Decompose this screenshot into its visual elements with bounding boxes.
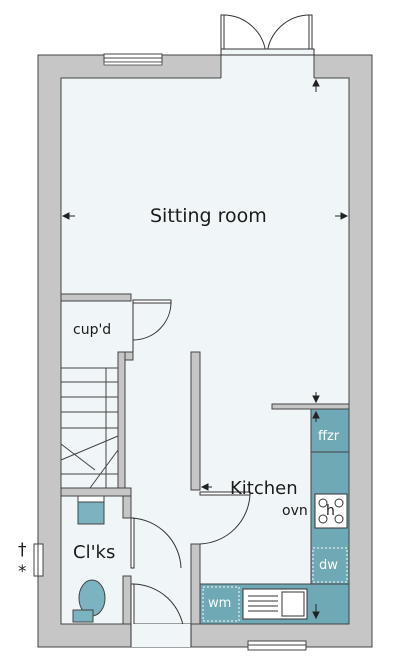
hob-label: h xyxy=(326,503,335,519)
french-door-opening xyxy=(221,54,314,79)
dagger-symbol: † xyxy=(18,540,27,560)
cloakroom-window xyxy=(33,543,44,577)
sitting-room-label: Sitting room xyxy=(150,205,267,227)
cloaks-label: Cl'ks xyxy=(73,542,116,563)
bottom-window xyxy=(247,640,307,651)
kitchen-label: Kitchen xyxy=(230,478,298,499)
dimension-arrows xyxy=(61,78,349,620)
floor-area xyxy=(60,77,350,625)
front-door xyxy=(130,583,192,647)
asterisk-symbol: * xyxy=(18,562,27,582)
sink xyxy=(242,588,308,620)
fridge-freezer-label: ffzr xyxy=(318,429,340,444)
dishwasher-label: dw xyxy=(319,558,338,573)
top-window xyxy=(103,53,163,66)
basin xyxy=(77,495,105,525)
hob xyxy=(314,493,348,529)
kitchen-door xyxy=(199,491,251,545)
washing-machine-label: wm xyxy=(208,596,232,611)
oven-label: ovn xyxy=(282,503,308,519)
toilet xyxy=(72,579,106,623)
cupboard-door xyxy=(132,299,172,352)
staircase xyxy=(60,367,119,489)
cloakroom-door xyxy=(130,517,182,569)
french-doors xyxy=(220,14,315,56)
cupboard-label: cup'd xyxy=(73,322,112,338)
